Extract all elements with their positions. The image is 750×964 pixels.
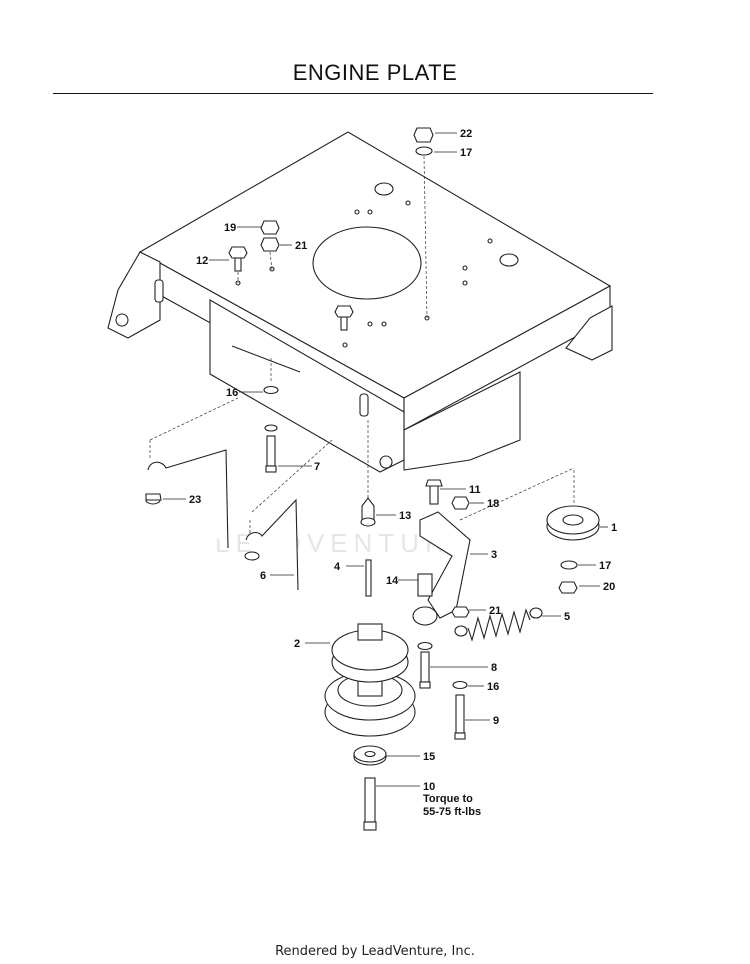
callout-10: 10 bbox=[423, 781, 435, 793]
callout-13: 13 bbox=[399, 510, 411, 522]
callout-16b: 16 bbox=[487, 681, 499, 693]
idler-arm-assembly bbox=[412, 467, 575, 626]
idler-pulley bbox=[546, 470, 600, 594]
callout-22: 22 bbox=[460, 128, 472, 140]
callout-1: 1 bbox=[611, 522, 617, 534]
callout-11: 11 bbox=[469, 484, 481, 496]
callouts: 22 17 19 21 12 16 7 23 13 11 18 1 3 17 2… bbox=[189, 128, 617, 818]
callout-12: 12 bbox=[196, 255, 208, 267]
torque-note-line1: Torque to bbox=[423, 793, 473, 805]
callout-8: 8 bbox=[491, 662, 497, 674]
engine-plate bbox=[107, 131, 613, 473]
callout-20: 20 bbox=[603, 581, 615, 593]
callout-19: 19 bbox=[224, 222, 236, 234]
callout-6: 6 bbox=[260, 570, 266, 582]
callout-7: 7 bbox=[314, 461, 320, 473]
callout-21: 21 bbox=[295, 240, 307, 252]
callout-14: 14 bbox=[386, 575, 399, 587]
callout-23: 23 bbox=[189, 494, 201, 506]
tension-spring bbox=[454, 607, 543, 642]
callout-2: 2 bbox=[294, 638, 300, 650]
bolt-10 bbox=[353, 745, 387, 831]
page-title: ENGINE PLATE bbox=[292, 60, 458, 85]
main-pulley bbox=[324, 623, 416, 737]
title-divider bbox=[53, 93, 653, 94]
callout-5: 5 bbox=[564, 611, 570, 623]
callout-17: 17 bbox=[460, 147, 472, 159]
torque-note-line2: 55-75 ft-lbs bbox=[423, 806, 481, 818]
spring-rods bbox=[145, 397, 333, 591]
callout-21b: 21 bbox=[489, 605, 501, 617]
callout-4: 4 bbox=[334, 561, 341, 573]
footer-credit: Rendered by LeadVenture, Inc. bbox=[275, 944, 475, 959]
callout-15: 15 bbox=[423, 751, 435, 763]
callout-17b: 17 bbox=[599, 560, 611, 572]
callout-9: 9 bbox=[493, 715, 499, 727]
callout-16: 16 bbox=[226, 387, 238, 399]
plate-hardware bbox=[228, 127, 434, 331]
leader-lines bbox=[163, 132, 608, 787]
pin-and-key bbox=[360, 420, 376, 597]
callout-3: 3 bbox=[491, 549, 497, 561]
bolts-8-9 bbox=[417, 606, 470, 740]
bolt-assembly-7 bbox=[263, 358, 279, 473]
callout-18: 18 bbox=[487, 498, 499, 510]
